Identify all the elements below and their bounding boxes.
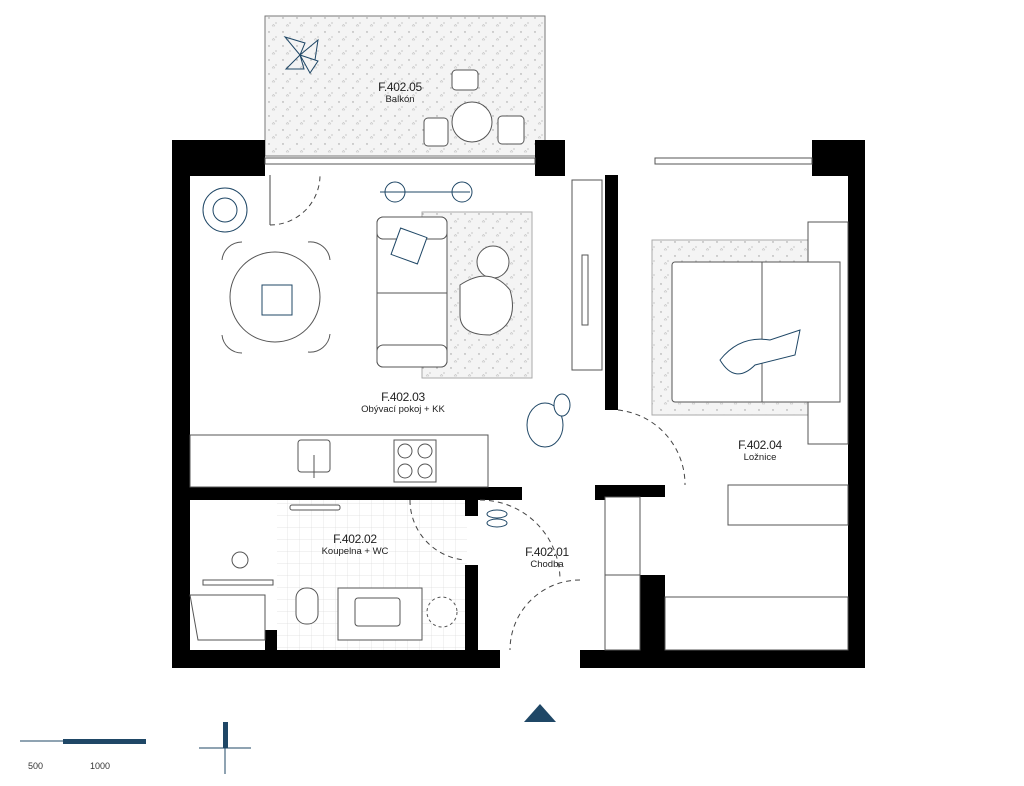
room-label-balcony: F.402.05 Balkón bbox=[378, 80, 422, 105]
room-code: F.402.05 bbox=[378, 80, 422, 94]
sofa bbox=[376, 216, 448, 368]
kitchen-counter bbox=[189, 434, 489, 488]
plant-icon bbox=[202, 187, 248, 233]
slippers-icon bbox=[486, 509, 508, 528]
room-label-living: F.402.03 Obývací pokoj + KK bbox=[361, 390, 445, 415]
room-code: F.402.01 bbox=[525, 545, 569, 559]
room-code: F.402.04 bbox=[738, 438, 782, 452]
scale-label-1000: 1000 bbox=[90, 761, 111, 771]
north-cross-icon bbox=[199, 722, 251, 774]
floor-lamp bbox=[380, 181, 473, 203]
scale-label-500: 500 bbox=[28, 761, 44, 771]
doors bbox=[269, 174, 686, 651]
tv bbox=[581, 254, 589, 326]
room-label-bathroom: F.402.02 Koupelna + WC bbox=[322, 532, 389, 557]
room-name: Chodba bbox=[530, 559, 564, 570]
room-label-bedroom: F.402.04 Ložnice bbox=[738, 438, 782, 463]
balcony bbox=[264, 15, 546, 157]
scale-bar bbox=[20, 739, 146, 744]
entrance-arrow-icon bbox=[524, 704, 556, 722]
wardrobe bbox=[604, 484, 849, 651]
room-code: F.402.03 bbox=[381, 390, 425, 404]
room-name: Balkón bbox=[385, 94, 415, 105]
plant-icon bbox=[283, 36, 319, 74]
room-name: Koupelna + WC bbox=[321, 546, 389, 557]
person bbox=[526, 393, 571, 448]
room-name: Ložnice bbox=[743, 452, 777, 463]
bathroom-fixtures bbox=[189, 504, 458, 641]
bed bbox=[671, 221, 849, 445]
dining-table bbox=[221, 241, 331, 354]
coffee-table bbox=[459, 245, 513, 336]
walls bbox=[172, 140, 865, 668]
room-label-hallway: F.402.01 Chodba bbox=[525, 545, 569, 570]
room-name: Obývací pokoj + KK bbox=[361, 404, 445, 415]
tv-cabinet bbox=[571, 179, 603, 371]
balcony-table bbox=[423, 69, 525, 147]
room-code: F.402.02 bbox=[333, 532, 377, 546]
windows bbox=[264, 157, 813, 165]
